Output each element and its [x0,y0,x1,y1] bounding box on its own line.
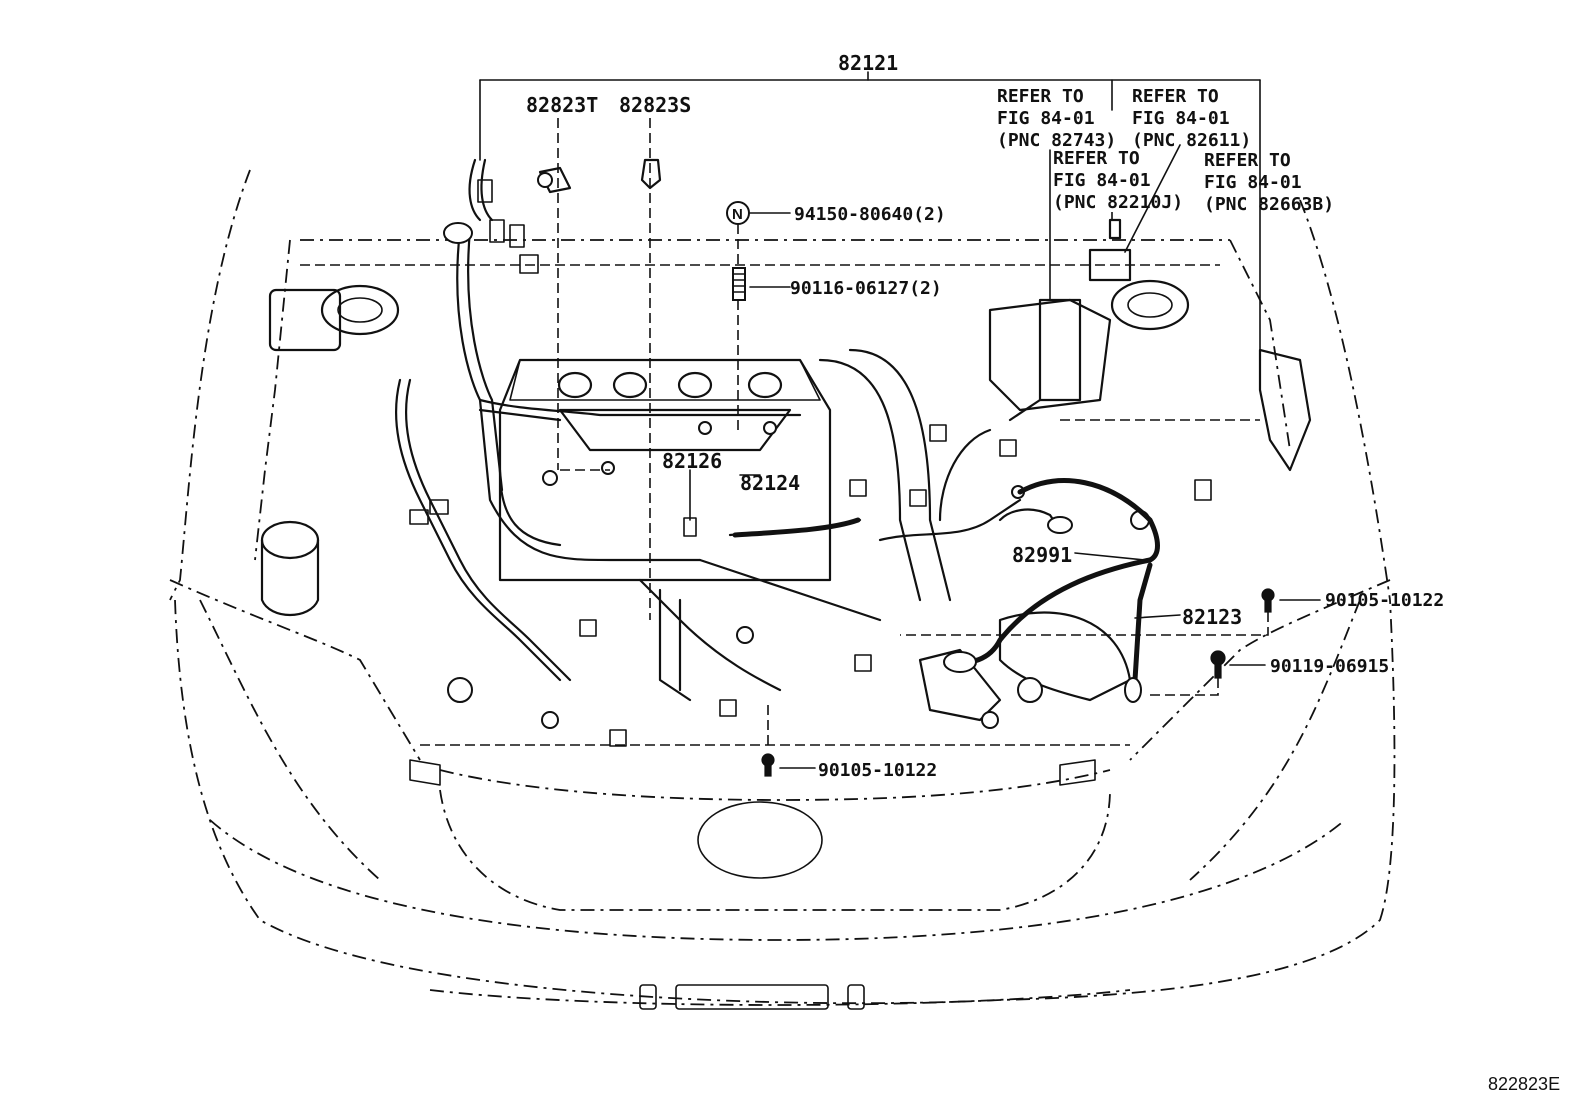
svg-text:(PNC 82611): (PNC 82611) [1132,130,1251,151]
loose-parts: N [537,158,1275,777]
leader-lines [479,71,1321,769]
battery-cables [943,478,1160,703]
svg-text:(PNC 82210J): (PNC 82210J) [1053,192,1183,213]
reference-note-82611: REFER TO FIG 84-01 (PNC 82611) [1132,86,1251,151]
car-body-outline [169,169,1396,1010]
callout-90119: 90119-06915 [1270,656,1389,677]
callout-90116: 90116-06127(2) [790,278,942,299]
callout-90105-bottom: 90105-10122 [818,760,937,781]
svg-text:FIG 84-01: FIG 84-01 [1204,172,1302,193]
figure-id: 822823E [1488,1074,1560,1094]
reference-notes: REFER TO FIG 84-01 (PNC 82743) REFER TO … [997,86,1334,215]
svg-text:REFER TO: REFER TO [1132,86,1219,107]
callout-82126: 82126 [662,449,722,473]
svg-text:REFER TO: REFER TO [1204,150,1291,171]
svg-text:FIG 84-01: FIG 84-01 [1053,170,1151,191]
callout-90105-right: 90105-10122 [1325,590,1444,611]
svg-text:(PNC 82663B): (PNC 82663B) [1204,194,1334,215]
reference-note-82210J: REFER TO FIG 84-01 (PNC 82210J) [1053,148,1183,213]
part-callouts: 82121 82823T 82823S 94150-80640(2) 90116… [526,51,1444,781]
callout-82823S: 82823S [619,93,691,117]
callout-82121: 82121 [838,51,898,75]
callout-82123: 82123 [1182,605,1242,629]
reference-note-82663B: REFER TO FIG 84-01 (PNC 82663B) [1204,150,1334,215]
svg-text:FIG 84-01: FIG 84-01 [997,108,1095,129]
engine-bay-components [260,179,1312,747]
callout-82823T: 82823T [526,93,598,117]
nut-mark-letter: N [732,206,743,223]
svg-text:REFER TO: REFER TO [997,86,1084,107]
ignition-coils [557,371,783,399]
svg-text:REFER TO: REFER TO [1053,148,1140,169]
main-harness-82121 [394,158,1042,702]
reference-note-82743: REFER TO FIG 84-01 (PNC 82743) [997,86,1116,151]
callout-94150: 94150-80640(2) [794,204,946,225]
callout-82991: 82991 [1012,543,1072,567]
svg-text:(PNC 82743): (PNC 82743) [997,130,1116,151]
svg-text:FIG 84-01: FIG 84-01 [1132,108,1230,129]
callout-82124: 82124 [740,471,800,495]
